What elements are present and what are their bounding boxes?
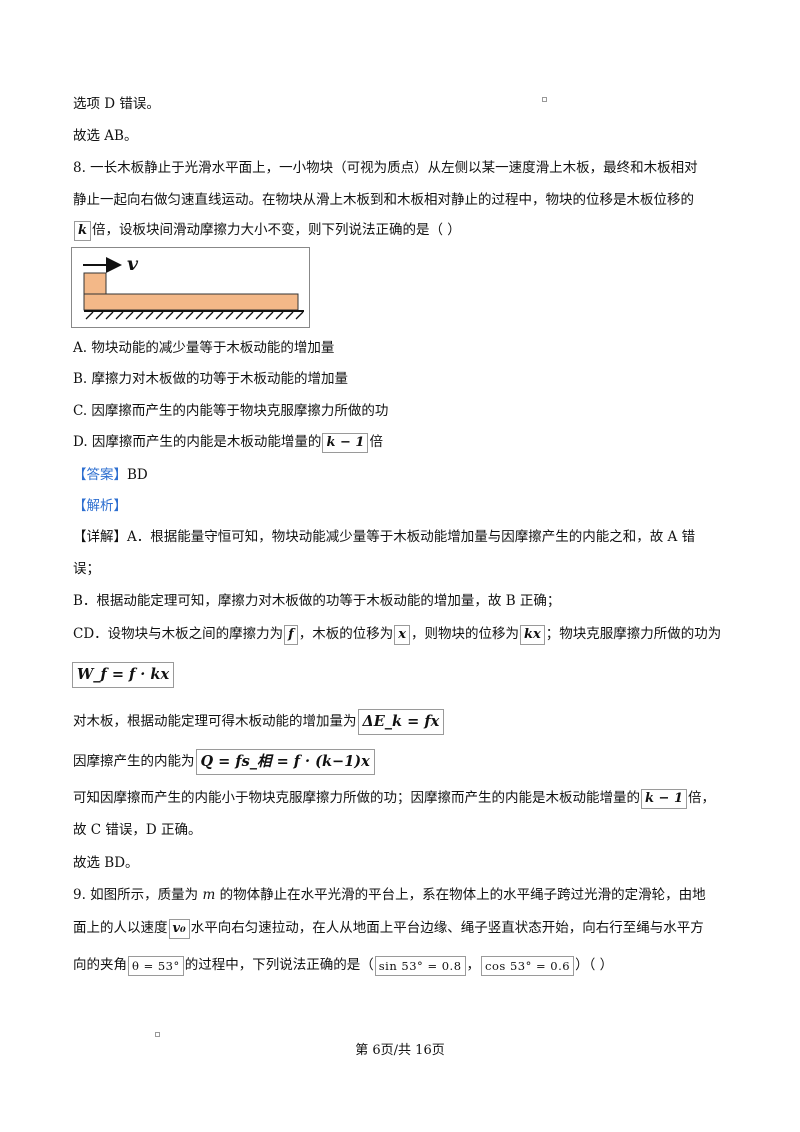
text-span: CD．设物块与木板之间的摩擦力为	[73, 626, 284, 642]
ground-hatching	[85, 311, 304, 320]
formula-v0: v₀	[168, 918, 190, 939]
detail-line: B．根据动能定理可知，摩擦力对木板做的功等于木板动能的增加量，故 B 正确；	[73, 593, 561, 609]
answer-line: 【答案】BD	[73, 465, 148, 485]
text-span: 倍，设板块间滑动摩擦力大小不变，则下列说法正确的是（ ）	[92, 222, 461, 238]
text-span: ，木板的位移为	[298, 626, 394, 642]
option-a: A. 物块动能的减少量等于木板动能的增加量	[73, 340, 335, 356]
text-span: ；物块克服摩擦力所做的功为	[545, 626, 722, 642]
formula-theta: θ = 53°	[128, 955, 184, 976]
page-footer: 第 6页/共 16页	[355, 1043, 445, 1058]
block-board-diagram: v	[71, 247, 310, 328]
option-c: C. 因摩擦而产生的内能等于物块克服摩擦力所做的功	[73, 403, 389, 419]
text-span: 的物体静止在水平光滑的平台上，系在物体上的水平绳子跨过光滑的定滑轮，由地	[219, 887, 706, 903]
question-9-line: 9. 如图所示，质量为 m 的物体静止在水平光滑的平台上，系在物体上的水平绳子跨…	[73, 885, 706, 905]
text-span: 倍，	[688, 790, 715, 806]
detail-line: 【详解】A．根据能量守恒可知，物块动能减少量等于木板动能增加量与因摩擦产生的内能…	[73, 529, 696, 545]
diagram-svg: v	[83, 253, 304, 320]
text-span: ，则物块的位移为	[411, 626, 520, 642]
analysis-tag: 【解析】	[73, 498, 127, 514]
choose-line: 故选 BD。	[73, 855, 139, 871]
question-8-line: 8. 一长木板静止于光滑水平面上，一小物块（可视为质点）从左侧以某一速度滑上木板…	[73, 160, 698, 176]
formula-k: k	[74, 220, 92, 241]
text-span: 的过程中，下列说法正确的是（	[184, 957, 374, 973]
text-span: 倍	[369, 434, 383, 450]
conclusion-line: 可知因摩擦而产生的内能小于物块克服摩擦力所做的功；因摩擦而产生的内能是木板动能增…	[73, 788, 715, 809]
conclusion-line: 故 C 错误，D 正确。	[73, 822, 202, 838]
formula-x: x	[394, 624, 411, 645]
text-span: 向的夹角	[73, 957, 127, 973]
formula-work: W_f = f · kx	[72, 662, 175, 688]
small-block	[83, 272, 107, 295]
formula-k-minus-1: k − 1	[641, 788, 687, 809]
formula-sin: sin 53° = 0.8	[374, 955, 466, 976]
text-line: 选项 D 错误。	[73, 96, 160, 112]
text-span: 面上的人以速度	[73, 920, 168, 936]
formula-f: f	[284, 624, 298, 645]
text-line: 故选 AB。	[73, 128, 138, 144]
text-span: D. 因摩擦而产生的内能是木板动能增量的	[73, 434, 322, 450]
text-span: 水平向右匀速拉动，在人从地面上平台边缘、绳子竖直状态开始，向右行至绳与水平方	[190, 920, 704, 936]
formula-kx: kx	[520, 624, 545, 645]
scan-mark	[542, 97, 547, 102]
text-span: 对木板，根据动能定理可得木板动能的增加量为	[73, 713, 357, 730]
detail-line: 误；	[73, 561, 100, 577]
question-8-line: 静止一起向右做匀速直线运动。在物块从滑上木板到和木板相对静止的过程中，物块的位移…	[73, 192, 694, 208]
long-board	[83, 293, 299, 311]
text-span: ）（ ）	[575, 957, 614, 973]
formula-cos: cos 53° = 0.6	[481, 955, 575, 976]
text-span: 因摩擦产生的内能为	[73, 753, 195, 770]
option-b: B. 摩擦力对木板做的功等于木板动能的增加量	[73, 371, 349, 387]
velocity-label: v	[127, 253, 139, 275]
answer-tag: 【答案】	[73, 467, 127, 483]
text-span: ，	[466, 957, 481, 973]
text-span: 可知因摩擦而产生的内能小于物块克服摩擦力所做的功；因摩擦而产生的内能是木板动能增…	[73, 790, 640, 806]
answer-value: BD	[127, 467, 148, 483]
formula-heat: Q = fs_相 = f · (k−1)x	[195, 749, 375, 775]
scan-mark	[155, 1032, 160, 1037]
text-span: 9. 如图所示，质量为	[73, 887, 199, 903]
formula-delta-ek: ΔE_k = fx	[357, 709, 445, 735]
formula-line: W_f = f · kx	[71, 662, 175, 688]
var-m: m	[202, 887, 216, 903]
formula-k-minus-1: k − 1	[322, 432, 369, 453]
